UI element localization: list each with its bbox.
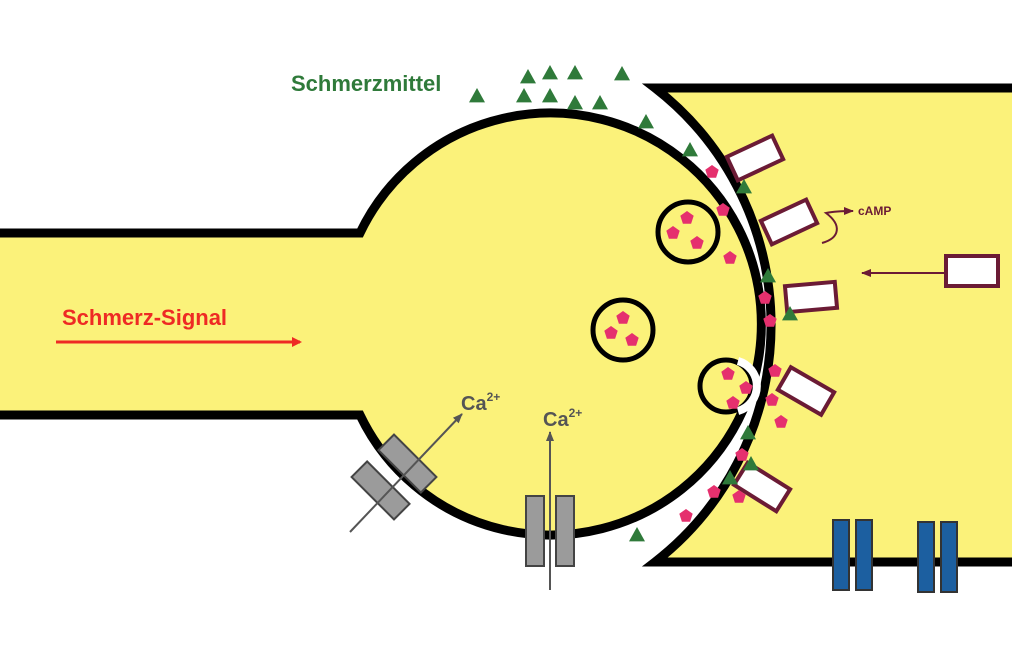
transmitter-molecule-icon	[625, 333, 639, 346]
drug-molecule-icon	[743, 456, 759, 471]
transmitter-molecule-icon	[735, 448, 749, 461]
drug-molecules	[469, 65, 798, 542]
drug-molecule-icon	[520, 69, 536, 84]
drug-molecule-icon	[592, 95, 608, 110]
transmitter-molecule-icon	[721, 367, 735, 380]
drug-molecule-icon	[567, 95, 583, 110]
drug-molecule-icon	[614, 66, 630, 81]
calcium-label: Ca2+	[543, 406, 582, 431]
presynaptic-membrane	[0, 108, 766, 540]
drug-label: Schmerzmittel	[291, 71, 441, 96]
transmitter-molecule-icon	[732, 490, 746, 503]
drug-molecule-icon	[542, 88, 558, 103]
drug-molecule-icon	[638, 114, 654, 129]
drug-molecule-icon	[760, 268, 776, 283]
drug-molecule-icon	[542, 65, 558, 80]
transmitter-molecule-icon	[774, 415, 788, 428]
drug-molecule-icon	[736, 179, 752, 194]
drug-molecule-icon	[682, 142, 698, 157]
transmitter-molecule-icon	[739, 381, 753, 394]
drug-molecule-icon	[567, 65, 583, 80]
drug-molecule-icon	[629, 527, 645, 542]
transmitter-molecule-icon	[758, 291, 772, 304]
transmitter-molecule-icon	[666, 226, 680, 239]
transmitter-molecule-icon	[690, 236, 704, 249]
transmitter-molecule-icon	[765, 393, 779, 406]
transmitter-molecule-icon	[616, 311, 630, 324]
transmitter-molecule-icon	[768, 364, 782, 377]
camp-arrow	[821, 207, 854, 244]
calcium-label: Ca2+	[461, 390, 500, 415]
drug-molecule-icon	[516, 88, 532, 103]
transmitter-molecule-icon	[705, 165, 719, 178]
transmitter-molecule-icon	[723, 251, 737, 264]
calcium-channel	[525, 495, 575, 567]
presynaptic-terminal	[0, 113, 762, 536]
transmitter-molecule-icon	[680, 211, 694, 224]
receptor	[782, 279, 840, 315]
calcium-channel	[350, 433, 438, 521]
drug-molecule-icon	[782, 306, 798, 321]
drug-molecule-icon	[740, 425, 756, 440]
postsynaptic-channel	[917, 521, 958, 593]
postsynaptic-channel	[832, 519, 873, 591]
postsynaptic-cell	[655, 88, 1012, 562]
transmitter-molecule-icon	[679, 509, 693, 522]
calcium-arrow	[349, 413, 463, 533]
transmitter-molecule-icon	[726, 396, 740, 409]
receptor	[731, 459, 793, 515]
transmitter-molecule-icon	[716, 203, 730, 216]
transmitter-molecule-icon	[604, 326, 618, 339]
transmitter-molecule-icon	[763, 314, 777, 327]
camp-label: cAMP	[858, 204, 891, 218]
vesicle	[590, 297, 656, 363]
receptor	[775, 364, 837, 418]
signal-label: Schmerz-Signal	[62, 305, 227, 330]
transmitter-molecules	[604, 165, 788, 522]
free-receptor	[944, 254, 1000, 288]
receptor	[758, 196, 820, 248]
transmitter-molecule-icon	[707, 485, 721, 498]
drug-molecule-icon	[469, 88, 485, 103]
receptor	[724, 132, 786, 184]
drug-molecule-icon	[722, 470, 738, 485]
vesicle	[655, 199, 721, 265]
